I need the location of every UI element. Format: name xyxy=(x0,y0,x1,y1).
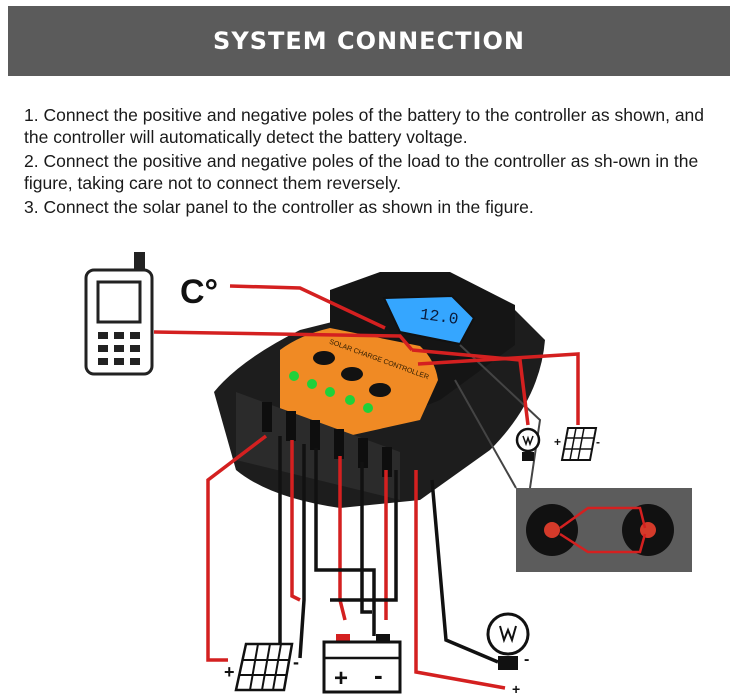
battery-minus-sign: - xyxy=(374,660,383,690)
connection-diagram: C° SOLAR CHARGE CONTROLLER 12.0 xyxy=(84,252,692,697)
display-reading: 12.0 xyxy=(419,306,460,329)
positive-wires xyxy=(153,284,580,690)
control-buttons xyxy=(313,351,391,397)
sensor-port-closeup xyxy=(516,488,692,572)
instructions: 1. Connect the positive and negative pol… xyxy=(24,104,724,220)
load-minus-sign: - xyxy=(524,651,529,668)
small-light-bulb-icon xyxy=(515,427,541,461)
battery-icon: + - xyxy=(322,634,402,694)
instruction-step-3: 3. Connect the solar panel to the contro… xyxy=(24,197,534,217)
small-solar-plus-sign: + xyxy=(554,435,561,449)
negative-wires xyxy=(278,436,499,680)
load-plus-sign: + xyxy=(512,681,520,697)
indicator-leds xyxy=(289,371,373,413)
terminal-block xyxy=(236,392,400,500)
solar-minus-sign: - xyxy=(293,652,299,672)
battery-plus-sign: + xyxy=(334,665,348,692)
solar-plus-sign: + xyxy=(224,662,235,682)
lcd-display: 12.0 xyxy=(382,294,476,346)
instruction-step-1: 1. Connect the positive and negative pol… xyxy=(24,105,705,147)
charge-controller: SOLAR CHARGE CONTROLLER 12.0 xyxy=(214,272,545,508)
solar-panel-icon: + - xyxy=(224,642,299,692)
phone-icon xyxy=(84,252,154,376)
light-bulb-icon: - + xyxy=(486,612,530,697)
page-title: SYSTEM CONNECTION xyxy=(213,27,525,55)
small-solar-minus-sign: - xyxy=(596,435,600,449)
instruction-step-2: 2. Connect the positive and negative pol… xyxy=(24,151,699,193)
small-solar-panel-icon: + - xyxy=(554,427,600,461)
header-banner: SYSTEM CONNECTION xyxy=(8,6,730,76)
temperature-label: C° xyxy=(180,273,218,311)
